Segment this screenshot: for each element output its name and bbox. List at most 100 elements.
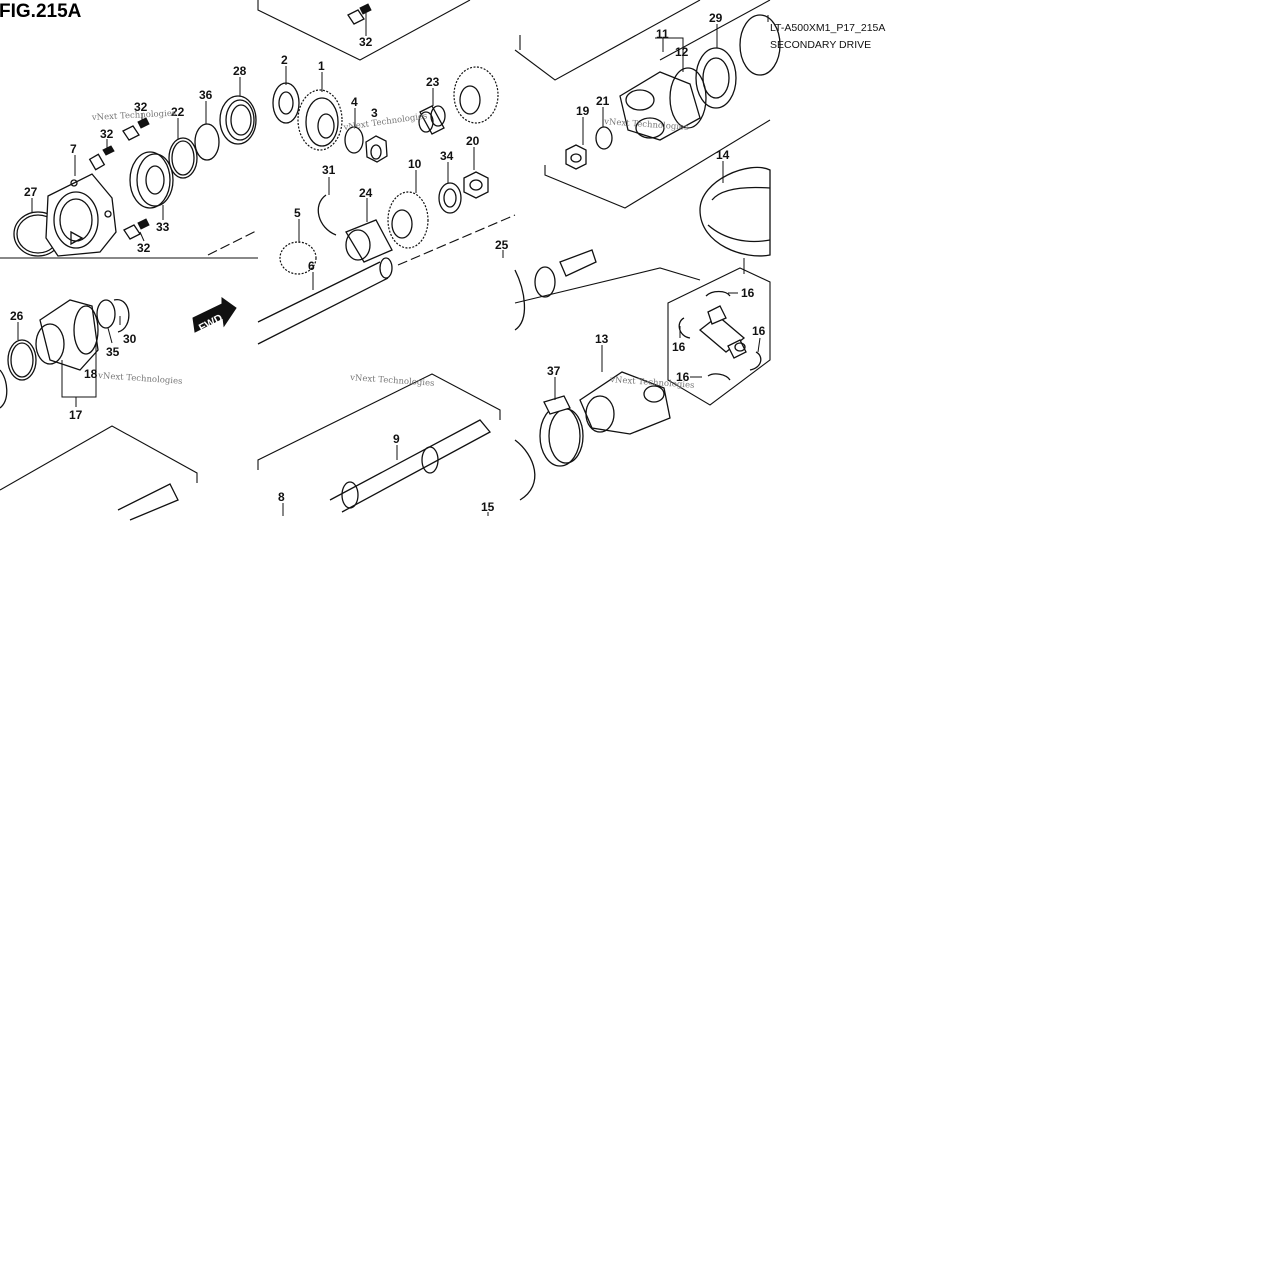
- spline-shaft-8: [117, 483, 179, 521]
- yoke-13: [579, 371, 671, 435]
- nut-19: [565, 144, 587, 170]
- callout-30: 30: [123, 332, 137, 346]
- callout-4: 4: [351, 95, 358, 109]
- callout-16-c: 16: [752, 324, 766, 338]
- figure-name: SECONDARY DRIVE: [770, 39, 871, 51]
- watermark-1: vNext Technologies: [91, 109, 177, 123]
- circlip-30: [113, 299, 130, 333]
- bushing-23: [418, 105, 446, 135]
- sleeve-24: [345, 219, 393, 263]
- nut-3: [365, 135, 388, 163]
- clip-16-b: [678, 317, 691, 339]
- oil-seal-28: [219, 95, 257, 145]
- leader-lines: [17, 10, 769, 516]
- callout-34: 34: [440, 149, 454, 163]
- boot-15: [514, 439, 536, 501]
- boot-14: [699, 166, 771, 257]
- callout-21: 21: [596, 94, 610, 108]
- clamp-37: [539, 395, 584, 467]
- callout-33: 33: [156, 220, 170, 234]
- callout-1: 1: [318, 59, 325, 73]
- circlip-36: [194, 123, 220, 161]
- ring-26: [7, 339, 37, 381]
- callout-18: 18: [84, 367, 98, 381]
- callout-labels: 32 32 32 32 2 1 4 3 23 28 36 22 7 27 33 …: [10, 11, 766, 514]
- figure-code: LT-A500XM1_P17_215A: [770, 22, 885, 34]
- callout-29: 29: [709, 11, 723, 25]
- callout-26: 26: [10, 309, 24, 323]
- washer-4: [344, 126, 364, 154]
- callout-12: 12: [675, 45, 689, 59]
- yoke-11: [619, 71, 701, 141]
- nut-20: [463, 171, 489, 199]
- washer-34: [438, 182, 462, 214]
- bolt-32-a: [88, 145, 115, 171]
- callout-19: 19: [576, 104, 590, 118]
- callout-23: 23: [426, 75, 440, 89]
- ring-35: [96, 299, 116, 329]
- callout-32-c: 32: [137, 241, 151, 255]
- gear-23-spur: [453, 66, 499, 124]
- bearing-33: [129, 151, 174, 209]
- callout-7: 7: [70, 142, 77, 156]
- shaft-6: [257, 257, 393, 345]
- callout-27: 27: [24, 185, 38, 199]
- callout-10: 10: [408, 157, 422, 171]
- callout-17: 17: [69, 408, 83, 422]
- callout-8: 8: [278, 490, 285, 504]
- callout-35: 35: [106, 345, 120, 359]
- callout-28: 28: [233, 64, 247, 78]
- figure-title: FIG.215A: [0, 1, 82, 22]
- shim-22: [168, 137, 198, 179]
- callout-24: 24: [359, 186, 373, 200]
- clip-16-d: [707, 373, 731, 381]
- callout-6: 6: [308, 259, 315, 273]
- callout-14: 14: [716, 148, 730, 162]
- callout-15: 15: [481, 500, 495, 514]
- frame-lines: [0, 0, 771, 491]
- callout-32-b: 32: [134, 100, 148, 114]
- callout-5: 5: [294, 206, 301, 220]
- callout-36: 36: [199, 88, 213, 102]
- callout-16-b: 16: [672, 340, 686, 354]
- bolt-32-c: [123, 218, 150, 240]
- bearing-upper: [739, 14, 781, 76]
- washer-21: [595, 126, 613, 150]
- clip-16-a: [705, 290, 731, 297]
- ring-25: [534, 266, 556, 298]
- universal-joint-cross: [698, 305, 747, 359]
- fwd-arrow-icon: FWD: [192, 297, 237, 335]
- callout-32-a: 32: [100, 127, 114, 141]
- gear-5: [279, 241, 317, 275]
- callout-22: 22: [171, 105, 185, 119]
- callout-32-d: 32: [359, 35, 373, 49]
- drive-shaft-9: [329, 419, 492, 513]
- circlip-31: [317, 194, 337, 236]
- callout-13: 13: [595, 332, 609, 346]
- watermarks: vNext Technologies vNext Technologies vN…: [91, 109, 695, 391]
- watermark-4: vNext Technologies: [97, 371, 183, 387]
- bearing-housing-7: [45, 173, 117, 257]
- cv-joint-17: [35, 299, 99, 371]
- clip-16-c: [749, 351, 762, 371]
- callout-11: 11: [656, 27, 669, 41]
- callout-3: 3: [371, 106, 378, 120]
- callout-20: 20: [466, 134, 480, 148]
- callout-37: 37: [547, 364, 561, 378]
- callout-31: 31: [322, 163, 336, 177]
- callout-16-a: 16: [741, 286, 755, 300]
- callout-25: 25: [495, 238, 509, 252]
- washer-2: [272, 82, 300, 124]
- callout-9: 9: [393, 432, 400, 446]
- callout-16-d: 16: [676, 370, 690, 384]
- bearing-29: [695, 47, 737, 109]
- callout-2: 2: [281, 53, 288, 67]
- watermark-5: vNext Technologies: [349, 373, 435, 389]
- bevel-gear-1: [297, 89, 343, 151]
- boot-25: [514, 269, 526, 331]
- flange-12: [669, 67, 707, 129]
- gear-10: [387, 191, 429, 249]
- bolt-32-d: [347, 3, 372, 25]
- bolt-32-b: [122, 117, 150, 141]
